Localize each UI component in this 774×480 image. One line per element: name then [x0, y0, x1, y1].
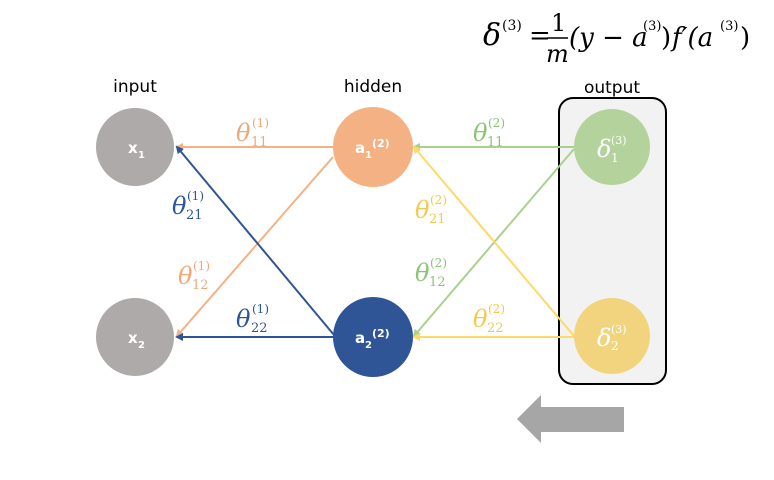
svg-text:22: 22	[487, 321, 504, 336]
svg-text:δ: δ	[597, 324, 611, 352]
svg-text:θ: θ	[415, 259, 430, 287]
svg-text:θ: θ	[415, 196, 430, 224]
layer-label-hidden: hidden	[344, 77, 402, 97]
svg-text:11: 11	[487, 135, 504, 150]
formula-term1: (y − a	[569, 23, 648, 53]
formula-term1-close: )	[661, 23, 671, 53]
svg-text:12: 12	[192, 278, 209, 293]
svg-text:(1): (1)	[187, 189, 204, 203]
svg-text:(1): (1)	[193, 259, 210, 273]
formula-term2: f′(a	[670, 23, 713, 53]
node-delta1: δ 1 (3)	[574, 109, 650, 185]
svg-text:21: 21	[186, 208, 203, 223]
layer-label-input: input	[113, 77, 157, 97]
svg-text:(2): (2)	[488, 302, 505, 316]
formula-equals: =	[529, 21, 551, 51]
svg-text:(2): (2)	[372, 137, 390, 150]
left-arrow-icon	[517, 395, 624, 443]
node-x1: x 1	[96, 108, 174, 186]
svg-text:a: a	[355, 139, 365, 157]
svg-text:θ: θ	[473, 119, 488, 147]
delta-formula: δ (3) = 1 m (y − a (3) ) f′(a (3) )	[483, 9, 750, 68]
svg-text:(1): (1)	[252, 116, 269, 130]
node-delta2: δ 2 (3)	[574, 298, 650, 374]
svg-text:11: 11	[251, 135, 268, 150]
svg-text:2: 2	[365, 340, 372, 351]
svg-text:(1): (1)	[252, 302, 269, 316]
edge-a1-x2	[175, 156, 334, 338]
weight-theta11-2: θ (2) 11	[473, 116, 505, 150]
node-a1: a 1 (2)	[333, 107, 413, 187]
weight-theta11-1: θ (1) 11	[236, 116, 269, 150]
weight-theta12-2: θ (2) 12	[415, 256, 447, 290]
svg-text:2: 2	[611, 339, 619, 353]
svg-text:(2): (2)	[488, 116, 505, 130]
formula-frac-den: m	[546, 40, 569, 68]
edge-d2-a1	[412, 145, 575, 337]
svg-text:(2): (2)	[372, 327, 390, 340]
svg-text:θ: θ	[172, 192, 187, 220]
svg-text:δ: δ	[597, 135, 611, 163]
formula-term2-close: )	[740, 23, 750, 53]
svg-text:2: 2	[138, 340, 145, 351]
svg-text:θ: θ	[236, 305, 251, 333]
weight-theta21-1: θ (1) 21	[172, 189, 204, 223]
svg-text:x: x	[128, 329, 138, 347]
svg-text:a: a	[355, 329, 365, 347]
svg-text:θ: θ	[473, 305, 488, 333]
svg-text:1: 1	[365, 150, 372, 161]
svg-text:(3): (3)	[611, 134, 627, 147]
svg-text:12: 12	[429, 275, 446, 290]
weight-theta22-2: θ (2) 22	[473, 302, 505, 336]
node-a2: a 2 (2)	[333, 297, 413, 377]
svg-text:θ: θ	[178, 262, 193, 290]
node-x2: x 2	[96, 298, 174, 376]
formula-term1-sup: (3)	[643, 19, 661, 34]
edge-a2-x1	[175, 145, 335, 336]
svg-text:(2): (2)	[430, 256, 447, 270]
formula-term2-sup: (3)	[720, 19, 738, 34]
weight-theta21-2: θ (2) 21	[415, 193, 447, 227]
weight-theta22-1: θ (1) 22	[236, 302, 269, 336]
weight-theta12-1: θ (1) 12	[178, 259, 210, 293]
svg-text:21: 21	[429, 212, 446, 227]
svg-text:(2): (2)	[430, 193, 447, 207]
svg-text:1: 1	[138, 150, 145, 161]
svg-text:1: 1	[611, 151, 619, 165]
formula-lhs: δ	[483, 18, 501, 53]
formula-frac-num: 1	[551, 9, 566, 37]
svg-text:(3): (3)	[611, 323, 627, 336]
layer-label-output: output	[584, 78, 640, 98]
svg-text:x: x	[128, 139, 138, 157]
svg-text:22: 22	[251, 321, 268, 336]
formula-lhs-sup: (3)	[502, 18, 522, 34]
svg-text:θ: θ	[236, 119, 251, 147]
